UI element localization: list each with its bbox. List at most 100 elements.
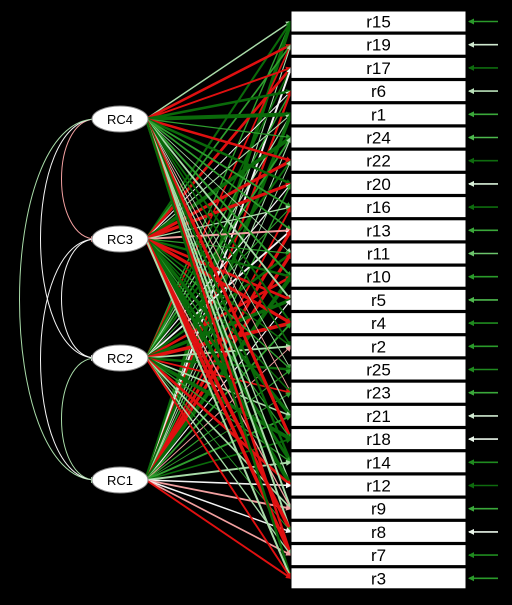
loading-path (145, 118, 292, 255)
loading-path (145, 118, 292, 394)
item-rect (290, 56, 467, 79)
correlation-arc (40, 115, 102, 361)
correlation-arc (40, 235, 102, 483)
loading-path (144, 118, 293, 580)
item-box-r2: r2 (290, 335, 467, 358)
item-label: r12 (366, 477, 391, 496)
loading-path (145, 118, 292, 231)
item-label: r21 (366, 407, 391, 426)
loading-path (144, 118, 293, 441)
item-label: r15 (366, 13, 391, 32)
item-box-r12: r12 (290, 474, 467, 497)
item-rect (290, 312, 467, 335)
item-label: r23 (366, 384, 391, 403)
item-rect (290, 219, 467, 242)
loading-path (145, 118, 293, 510)
item-label: r3 (371, 569, 386, 588)
item-box-r6: r6 (290, 80, 467, 103)
item-box-r10: r10 (290, 265, 467, 288)
loading-path (145, 43, 292, 121)
item-rect (290, 172, 467, 195)
loading-path (145, 117, 292, 186)
item-box-r17: r17 (290, 56, 467, 79)
item-label: r22 (366, 152, 391, 171)
item-box-r4: r4 (290, 312, 467, 335)
item-label: r1 (371, 105, 386, 124)
factor-label: RC3 (107, 232, 133, 247)
item-box-r25: r25 (290, 358, 467, 381)
item-rect (290, 520, 467, 543)
item-box-r16: r16 (290, 196, 467, 219)
item-box-r20: r20 (290, 172, 467, 195)
item-rect (290, 451, 467, 474)
correlation-arc (61, 354, 102, 483)
loading-path (145, 118, 292, 371)
item-label: r17 (366, 59, 391, 78)
item-label: r18 (366, 430, 391, 449)
loading-path (145, 118, 292, 208)
item-rect (290, 196, 467, 219)
item-box-r8: r8 (290, 520, 467, 543)
item-label: r16 (366, 198, 391, 217)
item-box-r23: r23 (290, 381, 467, 404)
item-label: r4 (371, 314, 386, 333)
loading-path (144, 118, 293, 464)
item-box-r14: r14 (290, 451, 467, 474)
factor-node-rc3: RC3 (91, 225, 149, 253)
factor-node-rc1: RC1 (91, 466, 149, 494)
factor-node-rc2: RC2 (91, 344, 149, 372)
item-label: r24 (366, 129, 391, 148)
loading-path (145, 118, 292, 278)
item-label: r19 (366, 36, 391, 55)
item-label: r8 (371, 523, 386, 542)
loading-path (145, 118, 292, 348)
factor-ellipse (91, 466, 149, 494)
loading-path (145, 322, 292, 481)
item-box-r1: r1 (290, 103, 467, 126)
item-rect (290, 567, 467, 590)
item-label: r2 (371, 337, 386, 356)
loading-path (145, 66, 292, 120)
loading-paths (144, 20, 293, 580)
item-label: r9 (371, 500, 386, 519)
item-label: r10 (366, 268, 391, 287)
item-box-r9: r9 (290, 497, 467, 520)
item-rect (290, 33, 467, 56)
item-label: r7 (371, 546, 386, 565)
loading-path (145, 238, 292, 580)
item-rect (290, 265, 467, 288)
item-label: r25 (366, 361, 391, 380)
loading-path (145, 89, 292, 121)
item-label: r5 (371, 291, 386, 310)
loading-path (145, 113, 292, 240)
item-box-r15: r15 (290, 10, 467, 33)
item-box-r18: r18 (290, 428, 467, 451)
loading-path (145, 118, 292, 417)
item-rect (290, 242, 467, 265)
item-box-r22: r22 (290, 149, 467, 172)
factor-label: RC4 (107, 112, 133, 127)
item-label: r11 (367, 245, 390, 264)
correlation-arc (19, 115, 102, 483)
loading-path (145, 159, 292, 481)
item-rect (290, 428, 467, 451)
item-rect (290, 335, 467, 358)
residual-arrows (468, 18, 498, 582)
loading-path (145, 183, 292, 481)
item-box-r21: r21 (290, 404, 467, 427)
item-rect (290, 381, 467, 404)
item-rect (290, 474, 467, 497)
item-rect (290, 103, 467, 126)
item-rect (290, 497, 467, 520)
item-box-r5: r5 (290, 288, 467, 311)
item-label: r14 (366, 453, 391, 472)
item-rect (290, 80, 467, 103)
item-box-r24: r24 (290, 126, 467, 149)
item-box-r13: r13 (290, 219, 467, 242)
loading-path (145, 20, 292, 120)
loading-path (145, 357, 292, 580)
loading-path (145, 118, 292, 140)
